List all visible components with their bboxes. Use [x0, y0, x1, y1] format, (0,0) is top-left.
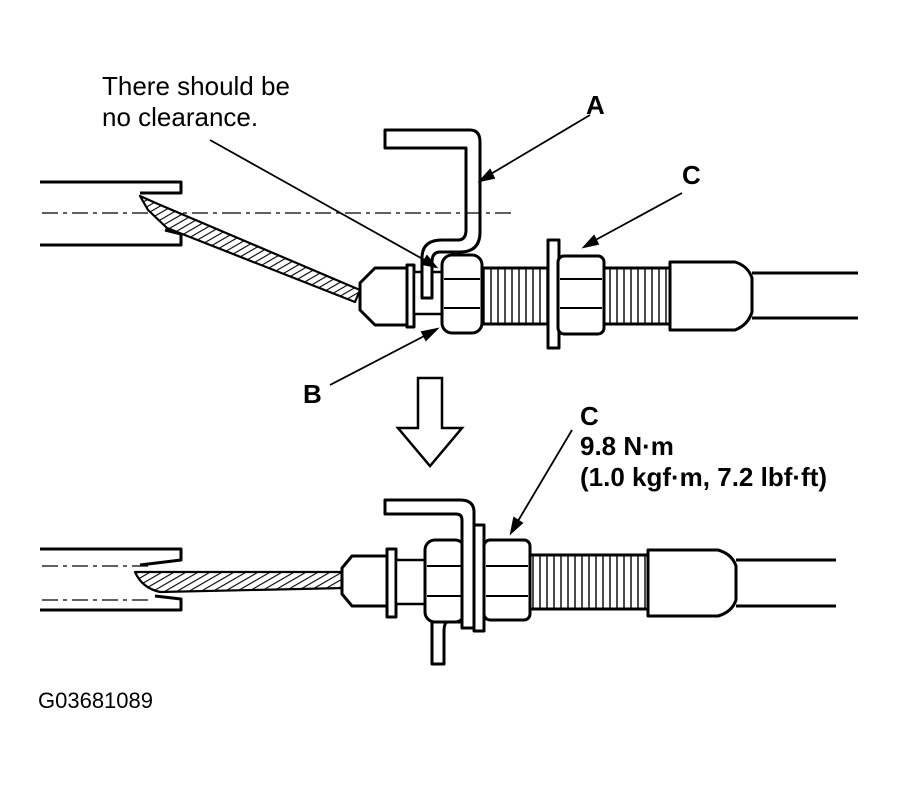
- top-outer-housing: [752, 271, 858, 320]
- label-a: A: [586, 90, 605, 120]
- top-sleeve: [668, 260, 754, 332]
- down-arrow: [395, 376, 465, 468]
- figure-code: G03681089: [38, 688, 153, 713]
- top-assembly: [40, 128, 858, 350]
- clearance-note-line1: There should be: [102, 71, 290, 101]
- label-b: B: [303, 379, 322, 409]
- top-threaded-rod: [480, 266, 556, 326]
- bottom-assembly: [40, 498, 836, 666]
- bottom-outer-housing: [736, 558, 836, 608]
- torque-spec-primary: 9.8 N·m: [580, 431, 674, 461]
- bottom-cable-end: [340, 554, 392, 608]
- label-c-top: C: [682, 160, 701, 190]
- bottom-leaders: [509, 429, 573, 536]
- top-lever: [40, 180, 225, 247]
- top-inner-cable: [138, 194, 362, 304]
- top-locknut: [440, 253, 484, 335]
- bottom-washer: [385, 547, 398, 619]
- clearance-note-line2: no clearance.: [102, 102, 259, 132]
- bottom-bracket-a: [383, 498, 476, 630]
- bottom-adjusting-nut-c: [482, 538, 532, 622]
- bottom-inner-cable: [133, 570, 347, 594]
- top-adjusting-nut-c: [556, 254, 606, 336]
- bottom-threaded-rod: [528, 553, 650, 611]
- top-leaders: [209, 114, 683, 386]
- bottom-sleeve: [646, 548, 738, 618]
- label-c-bottom: C: [580, 401, 599, 431]
- bottom-lever: [40, 547, 183, 612]
- torque-spec-secondary: (1.0 kgf·m, 7.2 lbf·ft): [580, 462, 828, 492]
- top-cable-end: [358, 266, 414, 327]
- bottom-locknut: [423, 538, 467, 624]
- bracket-a: [383, 128, 482, 300]
